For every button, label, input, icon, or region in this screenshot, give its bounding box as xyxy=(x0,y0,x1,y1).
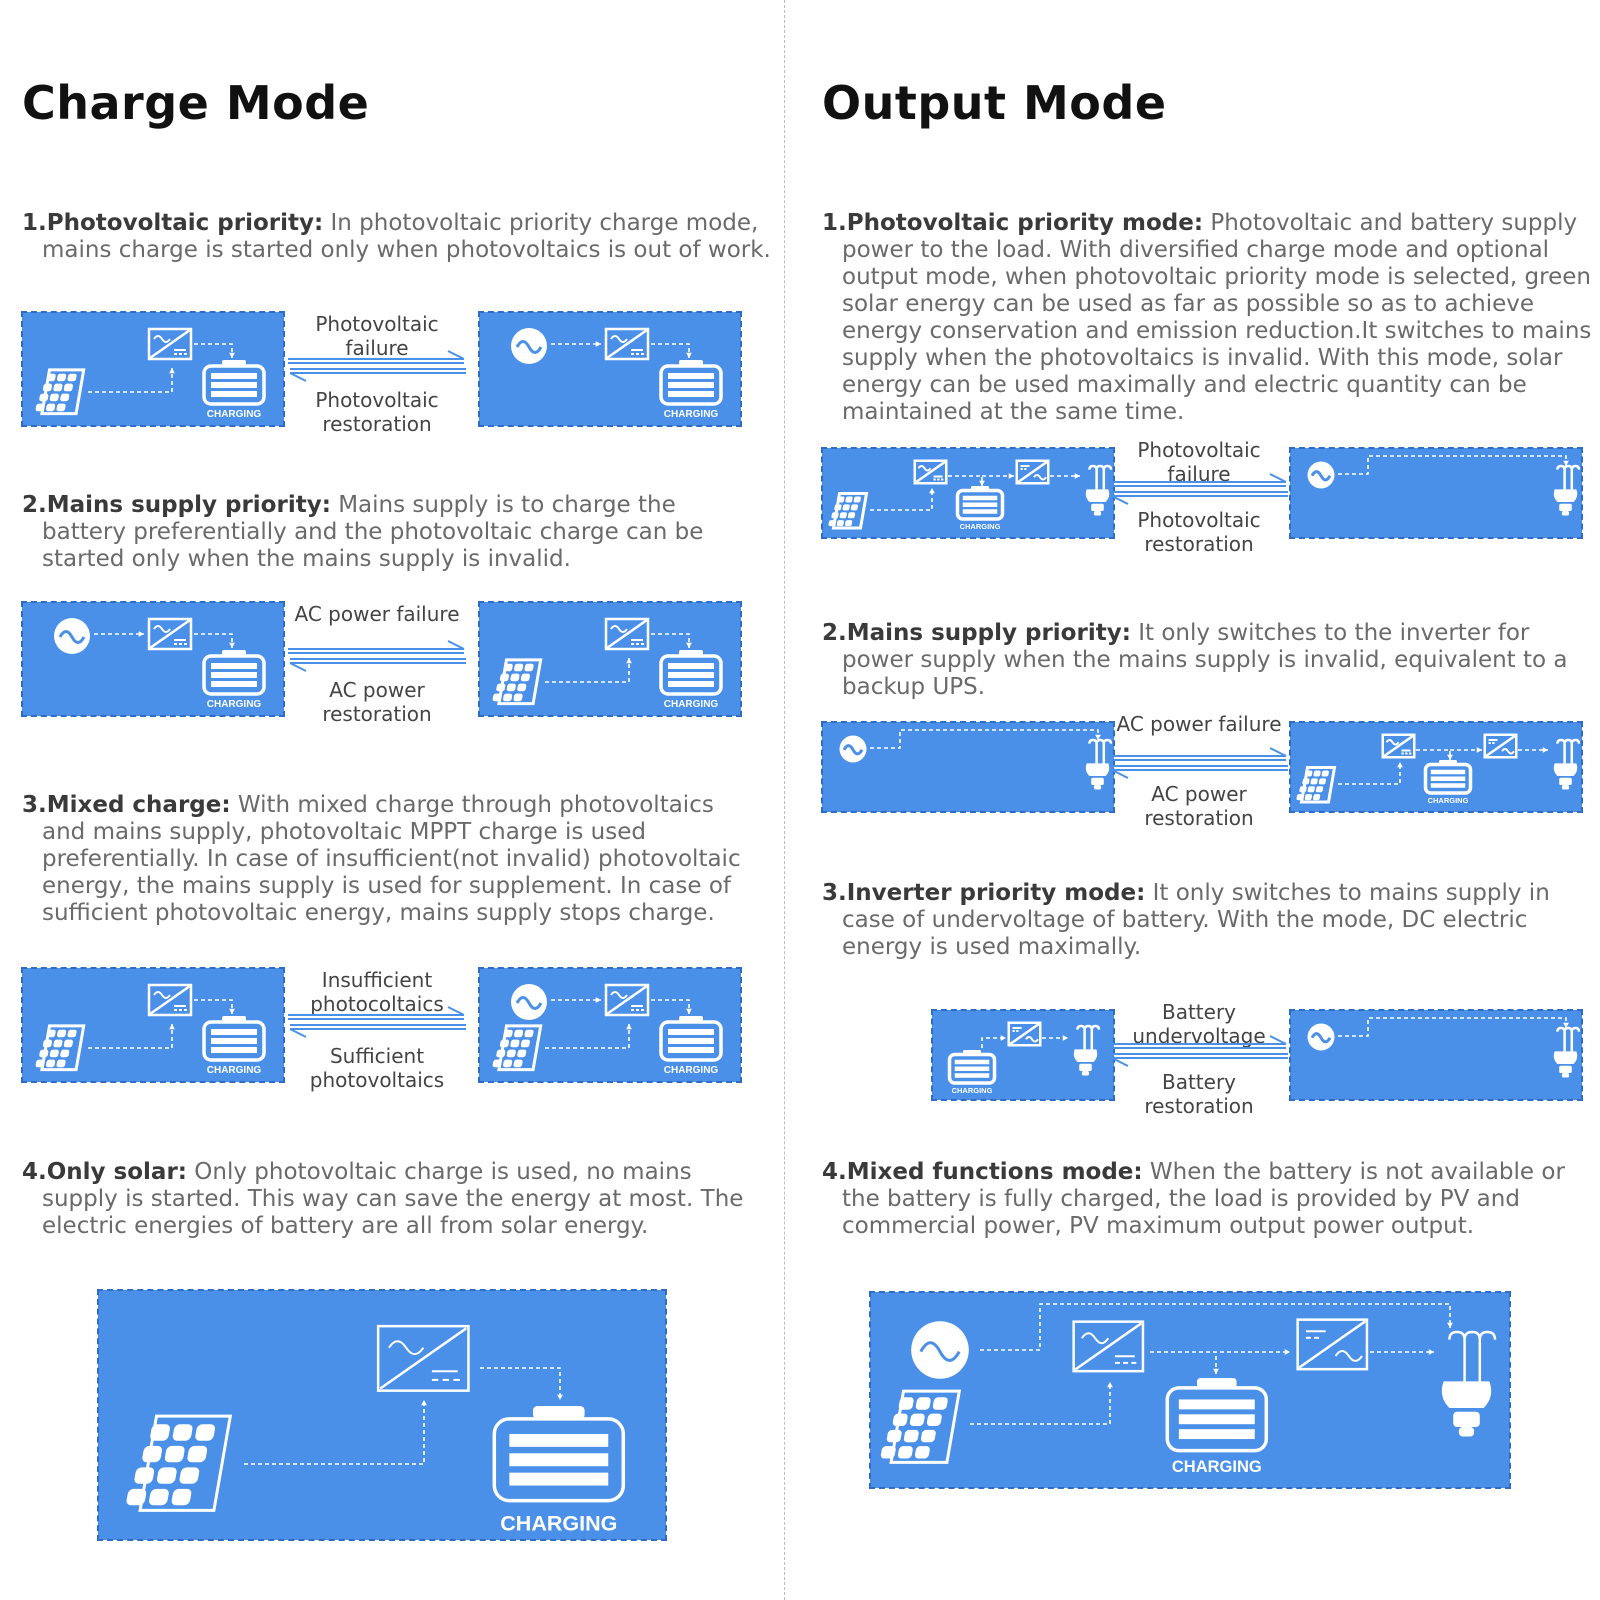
output-2-pv-panel: CHARGING xyxy=(1289,721,1583,813)
charge-switch-3: Insufficient photocoltaics Sufficient ph… xyxy=(284,968,470,1094)
switch-arrows-icon xyxy=(1110,473,1288,505)
switch-top-label: AC power failure xyxy=(294,602,460,626)
svg-text:CHARGING: CHARGING xyxy=(1428,796,1469,805)
output-1-pv-panel-graphic: CHARGING xyxy=(828,459,1113,531)
switch-bottom-label: AC power restoration xyxy=(322,678,432,726)
output-2-ac-panel xyxy=(821,721,1115,813)
svg-text:CHARGING: CHARGING xyxy=(664,1065,719,1076)
output-section-4-text: 4.Mixed functions mode: When the battery… xyxy=(822,1159,1565,1239)
charge-mode-title: Charge Mode xyxy=(22,76,370,130)
section-heading: 1.Photovoltaic priority mode: xyxy=(822,210,1204,236)
output-section-3-text: 3.Inverter priority mode: It only switch… xyxy=(822,880,1550,960)
output-1-pv-panel: CHARGING xyxy=(821,447,1115,539)
switch-arrows-icon xyxy=(288,640,466,672)
charge-section-3-text: 3.Mixed charge: With mixed charge throug… xyxy=(22,792,741,926)
svg-text:CHARGING: CHARGING xyxy=(207,409,262,420)
switch-bottom-label: Photovoltaic restoration xyxy=(1137,508,1261,556)
column-divider xyxy=(784,0,785,1600)
output-3-inverter-panel: CHARGING xyxy=(931,1009,1115,1101)
charge-3-solar-panel: CHARGING xyxy=(21,967,285,1083)
switch-bottom-label: Battery restoration xyxy=(1144,1070,1254,1118)
switch-top-label: Insufficient photocoltaics xyxy=(310,968,444,1016)
switch-arrows-icon xyxy=(288,1006,466,1038)
svg-text:CHARGING: CHARGING xyxy=(664,409,719,420)
output-3-ac-panel-graphic xyxy=(1307,1017,1581,1078)
switch-arrows-icon xyxy=(1110,747,1288,779)
svg-text:CHARGING: CHARGING xyxy=(664,699,719,710)
charge-3-solar-panel-graphic: CHARGING xyxy=(35,983,266,1076)
charge-switch-1: Photovoltaic failure Photovoltaic restor… xyxy=(284,312,470,438)
section-heading: 3.Inverter priority mode: xyxy=(822,880,1146,906)
section-heading: 3.Mixed charge: xyxy=(22,792,231,818)
section-heading: 2.Mains supply priority: xyxy=(822,620,1131,646)
output-4-mixed-panel-graphic: CHARGING xyxy=(880,1303,1497,1476)
charge-4-solar-panel-graphic: CHARGING xyxy=(126,1324,626,1536)
switch-bottom-label: AC power restoration xyxy=(1144,782,1254,830)
svg-text:CHARGING: CHARGING xyxy=(207,1065,262,1076)
charge-2-ac-panel-graphic: CHARGING xyxy=(54,617,266,710)
output-3-ac-panel xyxy=(1289,1009,1583,1101)
switch-top-label: Photovoltaic failure xyxy=(315,312,439,360)
output-1-ac-panel xyxy=(1289,447,1583,539)
output-switch-2: AC power failure AC power restoration xyxy=(1106,712,1292,830)
output-mode-title: Output Mode xyxy=(822,76,1167,130)
charge-section-4-text: 4.Only solar: Only photovoltaic charge i… xyxy=(22,1159,744,1239)
charge-1-solar-panel-graphic: CHARGING xyxy=(35,327,266,420)
charge-1-ac-panel-graphic: CHARGING xyxy=(511,327,723,420)
section-heading: 4.Mixed functions mode: xyxy=(822,1159,1143,1185)
output-1-ac-panel-graphic xyxy=(1307,455,1581,516)
svg-text:CHARGING: CHARGING xyxy=(952,1086,993,1095)
switch-arrows-icon xyxy=(288,350,466,382)
output-4-mixed-panel: CHARGING xyxy=(869,1291,1511,1489)
charge-switch-2: AC power failure AC power restoration xyxy=(284,602,470,728)
svg-text:CHARGING: CHARGING xyxy=(500,1512,617,1536)
switch-bottom-label: Photovoltaic restoration xyxy=(315,388,439,436)
switch-top-label: AC power failure xyxy=(1116,712,1282,736)
output-2-ac-panel-graphic xyxy=(839,729,1113,790)
charge-2-ac-panel: CHARGING xyxy=(21,601,285,717)
output-switch-1: Photovoltaic failure Photovoltaic restor… xyxy=(1106,438,1292,556)
output-switch-3: Battery undervoltage Battery restoration xyxy=(1106,1000,1292,1118)
charge-4-solar-panel: CHARGING xyxy=(97,1289,667,1541)
output-section-1-text: 1.Photovoltaic priority mode: Photovolta… xyxy=(822,210,1592,425)
switch-arrows-icon xyxy=(1110,1035,1288,1067)
charge-3-mixed-panel-graphic: CHARGING xyxy=(492,983,723,1076)
output-2-pv-panel-graphic: CHARGING xyxy=(1296,733,1581,805)
charge-section-2-text: 2.Mains supply priority: Mains supply is… xyxy=(22,492,704,572)
output-3-inverter-panel-graphic: CHARGING xyxy=(947,1021,1101,1095)
section-heading: 1.Photovoltaic priority: xyxy=(22,210,324,236)
charge-section-1-text: 1.Photovoltaic priority: In photovoltaic… xyxy=(22,210,771,263)
switch-bottom-label: Sufficient photovoltaics xyxy=(309,1044,445,1092)
charge-2-solar-panel: CHARGING xyxy=(478,601,742,717)
svg-text:CHARGING: CHARGING xyxy=(1172,1458,1262,1476)
section-heading: 4.Only solar: xyxy=(22,1159,187,1185)
charge-3-mixed-panel: CHARGING xyxy=(478,967,742,1083)
svg-text:CHARGING: CHARGING xyxy=(207,699,262,710)
charge-1-solar-panel: CHARGING xyxy=(21,311,285,427)
charge-1-ac-panel: CHARGING xyxy=(478,311,742,427)
section-heading: 2.Mains supply priority: xyxy=(22,492,331,518)
svg-text:CHARGING: CHARGING xyxy=(960,522,1001,531)
charge-2-solar-panel-graphic: CHARGING xyxy=(492,617,723,710)
output-section-2-text: 2.Mains supply priority: It only switche… xyxy=(822,620,1568,700)
